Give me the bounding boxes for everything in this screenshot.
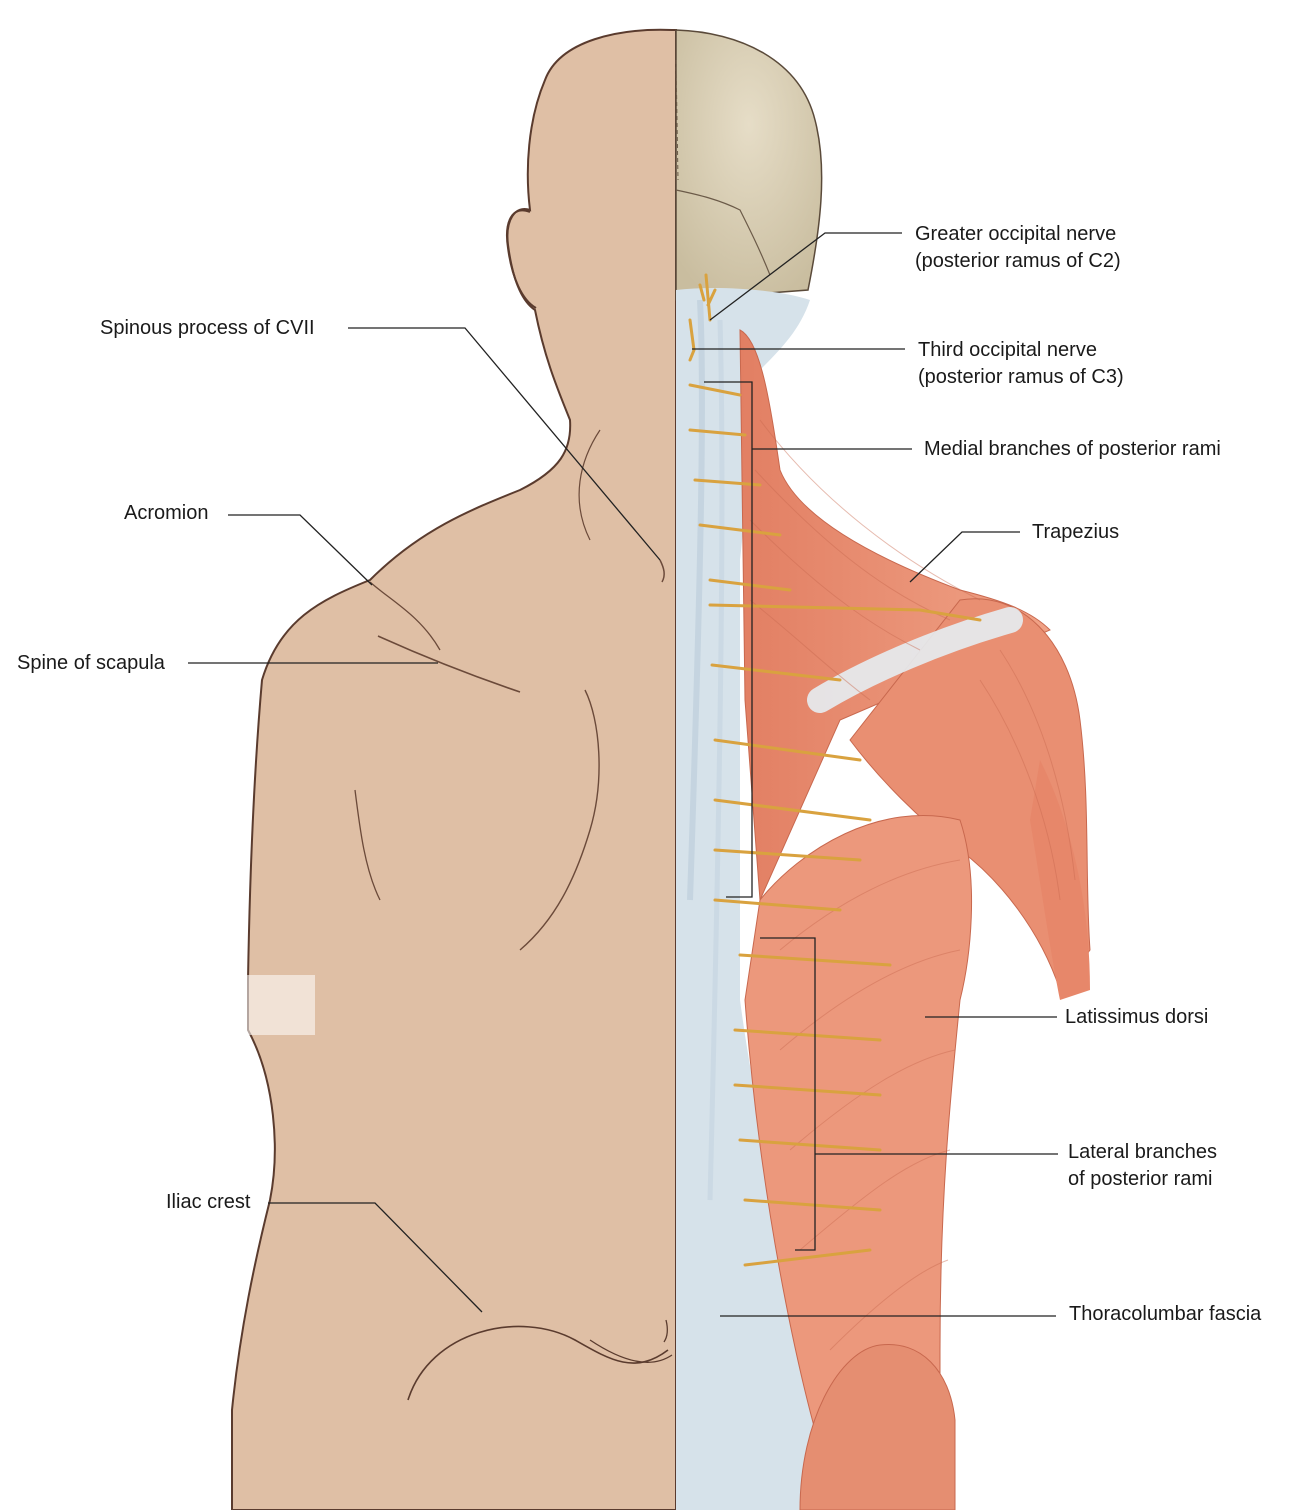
- label-iliac-crest: Iliac crest: [166, 1191, 251, 1213]
- label-acromion: Acromion: [124, 502, 209, 524]
- leader-iliac-crest: [268, 1202, 483, 1313]
- skin-half: [231, 28, 677, 1510]
- skull: [675, 29, 823, 301]
- label-third-occipital-nerve: Third occipital nerve (posterior ramus o…: [918, 339, 1124, 388]
- label-thoracolumbar-fascia: Thoracolumbar fascia: [1069, 1303, 1262, 1325]
- label-trapezius: Trapezius: [1032, 521, 1120, 543]
- leader-spinous-process: [348, 327, 661, 561]
- bracket-medial-branches: [704, 381, 753, 898]
- label-spine-of-scapula: Spine of scapula: [17, 652, 165, 674]
- label-medial-branches: Medial branches of posterior rami: [924, 438, 1221, 460]
- bracket-lateral-branches: [760, 937, 816, 1251]
- label-spinous-process-cvii: Spinous process of CVII: [100, 317, 315, 339]
- label-greater-occipital-nerve: Greater occipital nerve (posterior ramus…: [915, 223, 1121, 272]
- leader-greater-occipital: [709, 232, 902, 321]
- label-latissimus-dorsi: Latissimus dorsi: [1065, 1006, 1209, 1028]
- leader-trapezius: [909, 531, 1020, 583]
- label-lateral-branches: Lateral branches of posterior rami: [1068, 1141, 1217, 1190]
- leader-lines: [188, 232, 1058, 1317]
- muscles: [739, 329, 1091, 1510]
- leader-acromion: [228, 514, 373, 586]
